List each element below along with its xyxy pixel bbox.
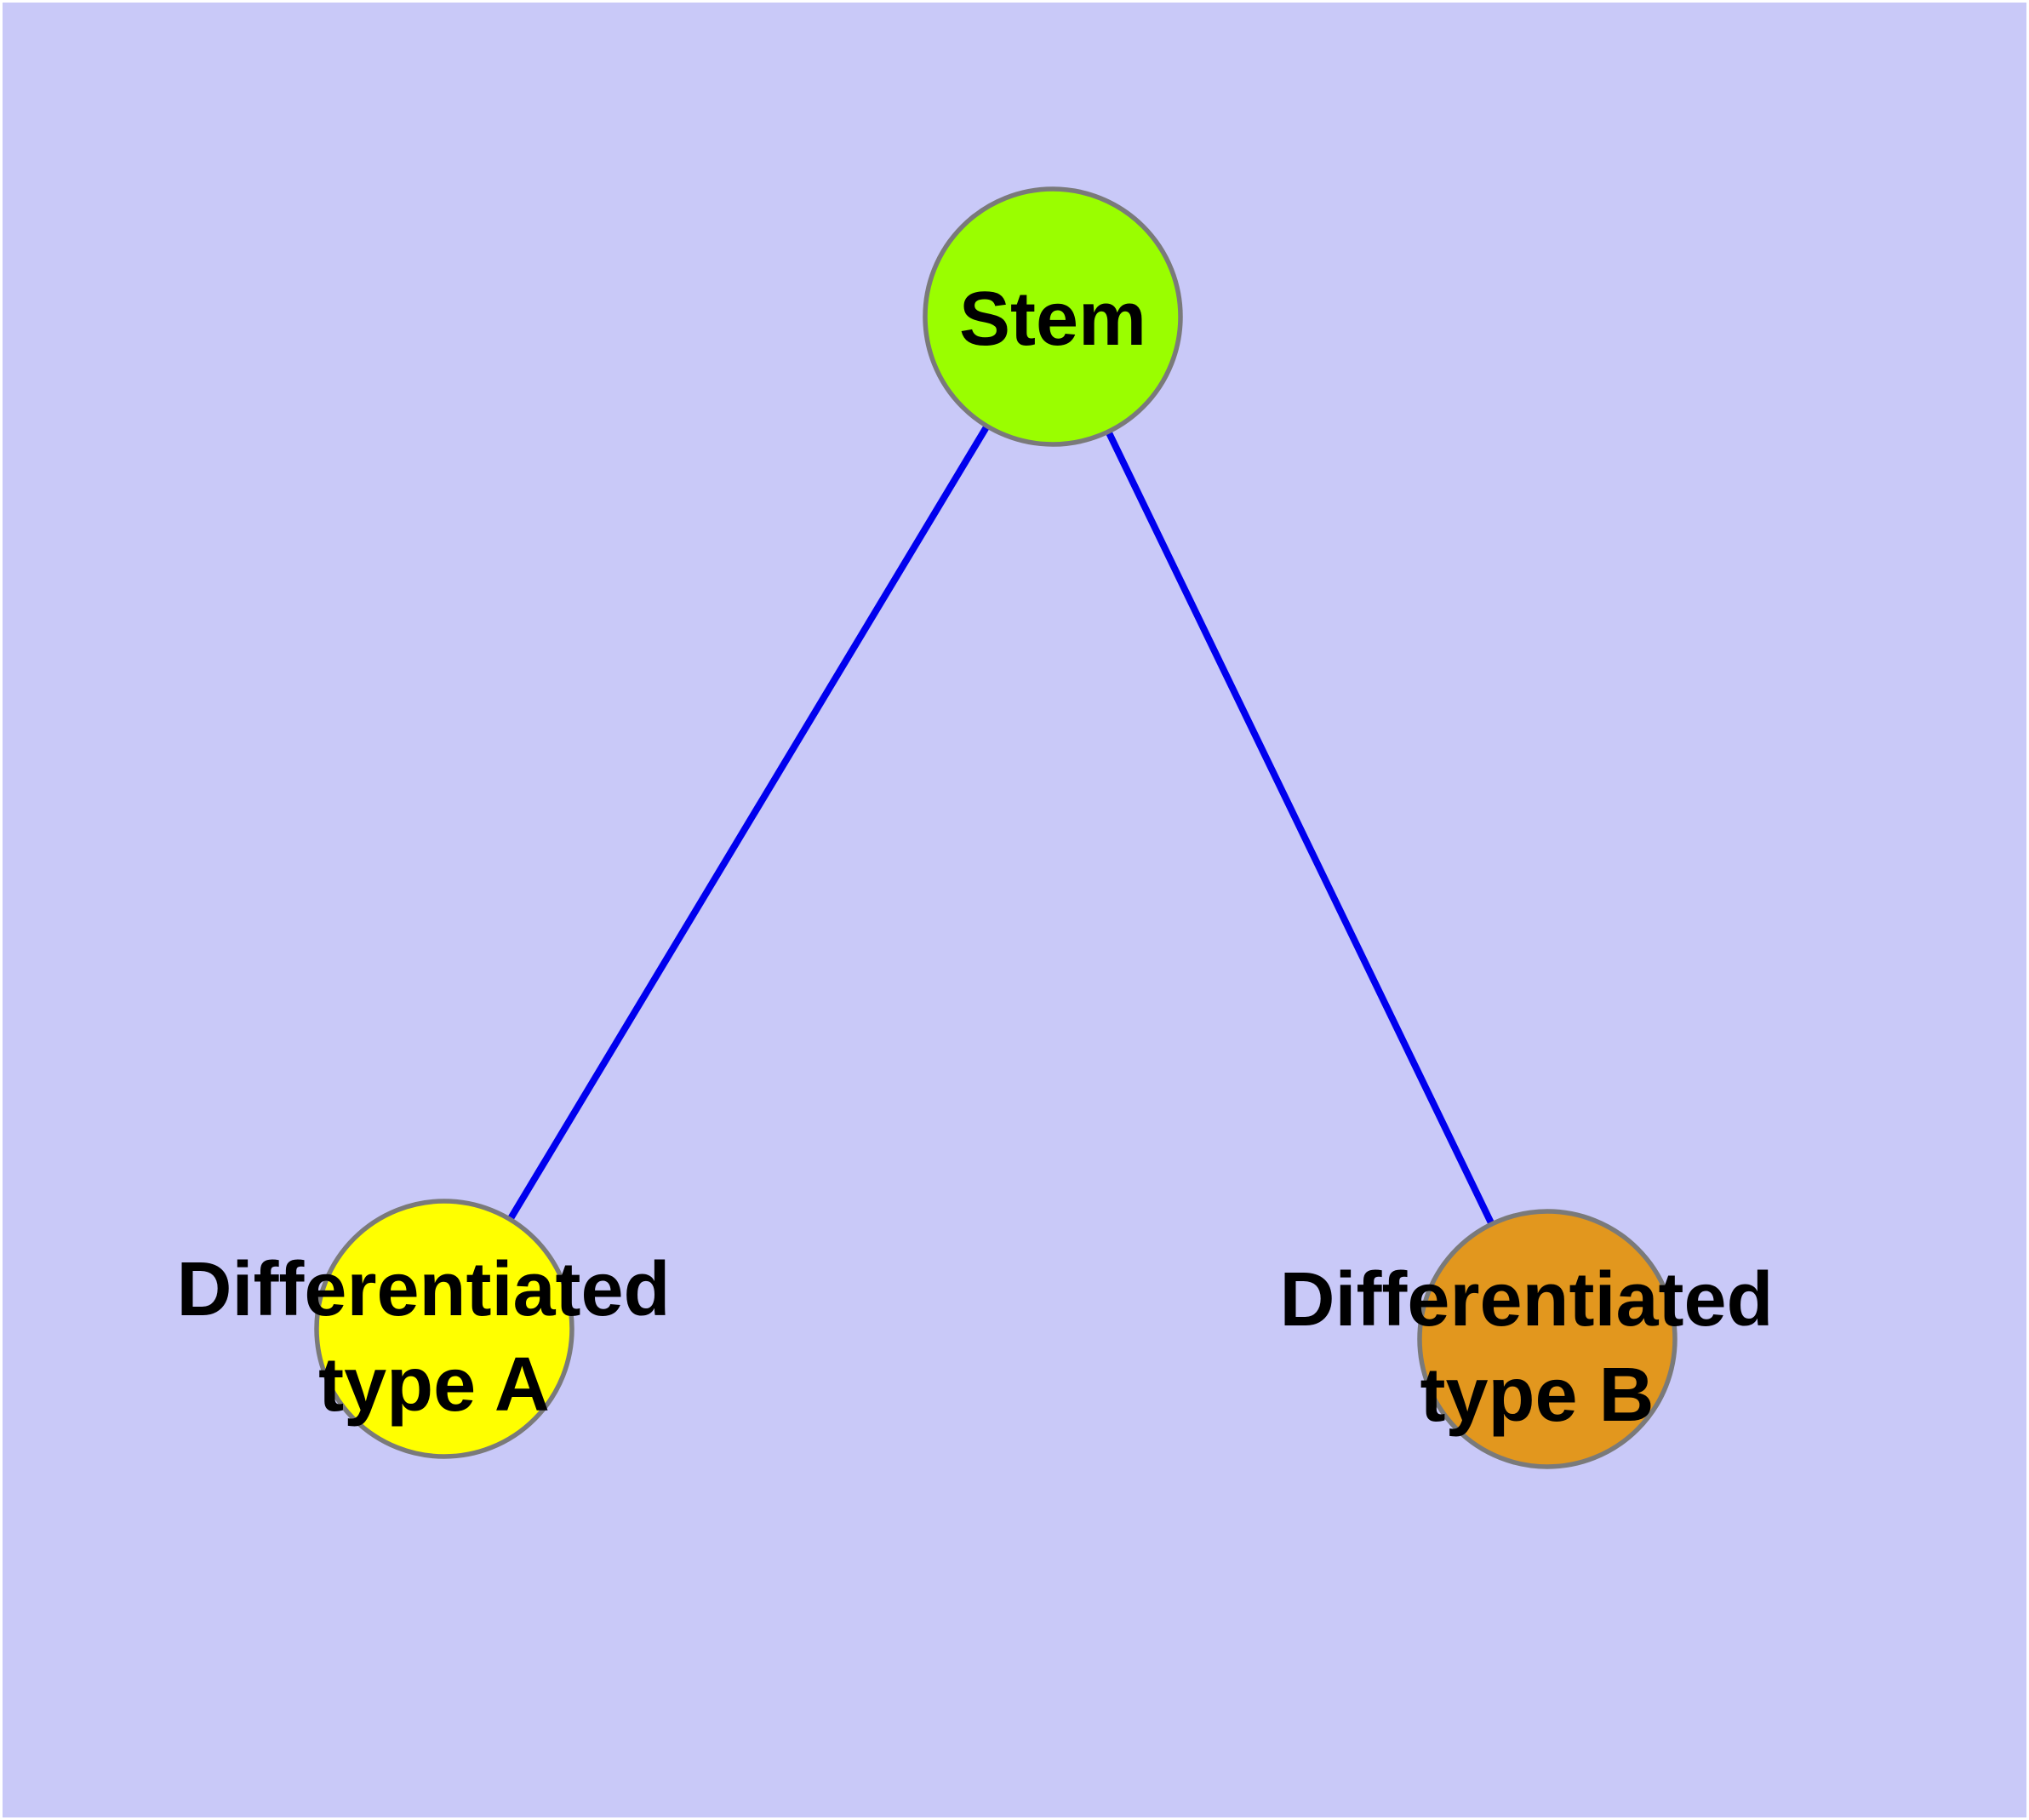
- node-stem-circle: [923, 186, 1183, 447]
- node-type-a-label: Differentiated type A: [176, 1247, 691, 1428]
- node-type-b-label: Differentiated type B: [1279, 1257, 1794, 1438]
- node-type-b-circle: [1417, 1209, 1677, 1469]
- node-type-a-circle: [314, 1199, 574, 1459]
- node-stem-label: Stem: [959, 277, 1146, 362]
- node-type-b-label-line2: type B: [1420, 1353, 1654, 1438]
- node-type-b-label-line1: Differentiated: [1279, 1257, 1773, 1342]
- edge-stem-to-type-b: [1049, 315, 1551, 1341]
- edge-stem-to-type-a: [441, 314, 1056, 1331]
- node-type-a-label-line2: type A: [318, 1342, 550, 1428]
- node-type-a-label-line1: Differentiated: [176, 1247, 670, 1332]
